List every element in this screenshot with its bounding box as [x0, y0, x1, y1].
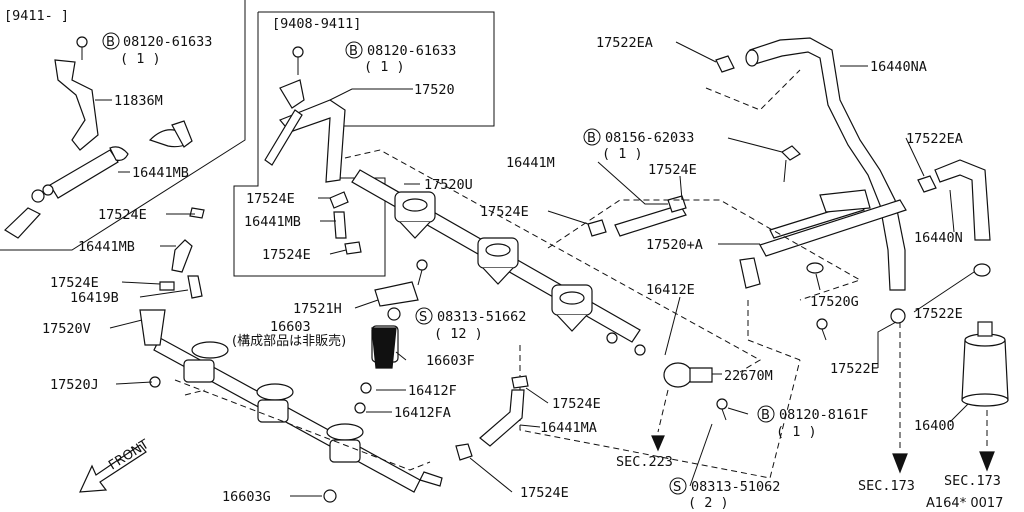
- b-marker-label: B: [349, 44, 358, 59]
- left-box-date: [9411- ]: [4, 8, 69, 24]
- label-17520v: 17520V: [42, 321, 91, 337]
- label-17520a: 17520+A: [646, 237, 703, 253]
- left-variant-frame: [0, 0, 246, 251]
- label-16400: 16400: [914, 418, 955, 434]
- s-marker-icon: [669, 477, 687, 495]
- label-17520u: 17520U: [424, 177, 473, 193]
- label-17524e-mid1: 17524E: [246, 191, 295, 207]
- label-16603-note: (構成部品は非販売): [232, 333, 346, 349]
- bolt-b3-code: 08156-62033: [605, 130, 694, 146]
- right-dash-b: [705, 69, 801, 111]
- bolt-b3-qty: ( 1 ): [602, 146, 643, 162]
- b-marker-label: B: [587, 131, 596, 146]
- label-sec173-a: SEC.173: [858, 478, 915, 494]
- s-marker-icon: [415, 307, 433, 325]
- b-marker-label: B: [106, 35, 115, 50]
- screw-s2-qty: ( 2 ): [688, 495, 729, 511]
- label-17522e-a: 17522E: [914, 306, 963, 322]
- label-17520g: 17520G: [810, 294, 859, 310]
- label-17524e-b: 17524E: [50, 275, 99, 291]
- sec-arrows: [651, 322, 995, 474]
- s-marker-label: S: [419, 310, 427, 325]
- label-17521h: 17521H: [293, 301, 342, 317]
- label-17524e-low: 17524E: [552, 396, 601, 412]
- label-16441mb-a: 16441MB: [132, 165, 189, 181]
- b-marker-icon: [345, 41, 363, 59]
- fuel-rail-upper: [351, 169, 646, 363]
- hose-16440n: [917, 159, 991, 277]
- bolt-mid-qty: ( 1 ): [364, 59, 405, 75]
- right-dash-a: [547, 199, 862, 301]
- hose-16441ma: [455, 375, 529, 461]
- label-17522ea-top: 17522EA: [596, 35, 653, 51]
- label-16441m: 16441M: [506, 155, 555, 171]
- bolt-08156: [781, 145, 801, 183]
- label-16412e: 16412E: [646, 282, 695, 298]
- label-16441mb-mid: 16441MB: [244, 214, 301, 230]
- b-marker-icon: [583, 128, 601, 146]
- label-16412f: 16412F: [408, 383, 457, 399]
- label-17520: 17520: [414, 82, 455, 98]
- label-17522e-b: 17522E: [830, 361, 879, 377]
- bracket-11836m: [54, 36, 110, 151]
- injector-16603: [354, 327, 397, 414]
- hose-16441m: [587, 195, 687, 237]
- b-marker-label: B: [761, 408, 770, 423]
- front-arrow: [79, 444, 147, 493]
- bracket-mid: [264, 46, 362, 255]
- mid-variant-frame: [233, 11, 495, 277]
- labels: [9411- ] [9408-9411] B 08120-61633 ( 1 )…: [4, 8, 1003, 511]
- b-marker-icon: [102, 32, 120, 50]
- label-16412fa: 16412FA: [394, 405, 451, 421]
- b-marker-icon: [757, 405, 775, 423]
- label-16440n: 16440N: [914, 230, 963, 246]
- label-16441mb-b: 16441MB: [78, 239, 135, 255]
- lower-rail-dash: [174, 379, 431, 471]
- bolt-b4-code: 08120-8161F: [779, 407, 868, 423]
- label-17524e-a: 17524E: [98, 207, 147, 223]
- label-16603f: 16603F: [426, 353, 475, 369]
- hose-16441mb-left: [49, 120, 193, 199]
- bolt-left-code: 08120-61633: [123, 34, 212, 50]
- label-16603: 16603: [270, 319, 311, 335]
- mid-box-date: [9408-9411]: [272, 16, 361, 32]
- pipe-left-end: [4, 184, 54, 239]
- label-22670m: 22670M: [724, 368, 773, 384]
- label-11836m: 11836M: [114, 93, 163, 109]
- label-16440na: 16440NA: [870, 59, 927, 75]
- bolt-left-qty: ( 1 ): [120, 51, 161, 67]
- label-17522ea-r: 17522EA: [906, 131, 963, 147]
- s-marker-label: S: [673, 480, 681, 495]
- bolt-mid-code: 08120-61633: [367, 43, 456, 59]
- label-16603g: 16603G: [222, 489, 271, 505]
- lower-rail-dash2: [184, 389, 206, 396]
- label-16419b: 16419B: [70, 290, 119, 306]
- label-17524e-bot: 17524E: [520, 485, 569, 501]
- fuel-rail-lower: [139, 309, 443, 503]
- hose-16440na: [715, 37, 906, 291]
- label-17520j: 17520J: [50, 377, 99, 393]
- filter-16400: [890, 308, 1009, 407]
- label-16441ma: 16441MA: [540, 420, 597, 436]
- drawing-id: A164* 0017: [926, 496, 1003, 511]
- regulator-22670m: [663, 318, 828, 421]
- label-17524e-mid2: 17524E: [262, 247, 311, 263]
- right-dash-c: [747, 300, 801, 361]
- label-17524e-r2: 17524E: [480, 204, 529, 220]
- screw-s2-code: 08313-51062: [691, 479, 780, 495]
- rail-outline-dash: [344, 149, 762, 373]
- label-sec223: SEC.223: [616, 454, 673, 470]
- label-sec173-b: SEC.173: [944, 473, 1001, 489]
- screw-s1-code: 08313-51662: [437, 309, 526, 325]
- bolt-b4-qty: ( 1 ): [776, 424, 817, 440]
- leader-lines: [95, 41, 975, 497]
- screw-s1-qty: ( 12 ): [434, 326, 483, 342]
- front-label: FRONT: [106, 437, 152, 473]
- label-17524e-r1: 17524E: [648, 162, 697, 178]
- hose-16441mb-lower: [159, 207, 205, 299]
- pipe-17520a: [739, 189, 907, 289]
